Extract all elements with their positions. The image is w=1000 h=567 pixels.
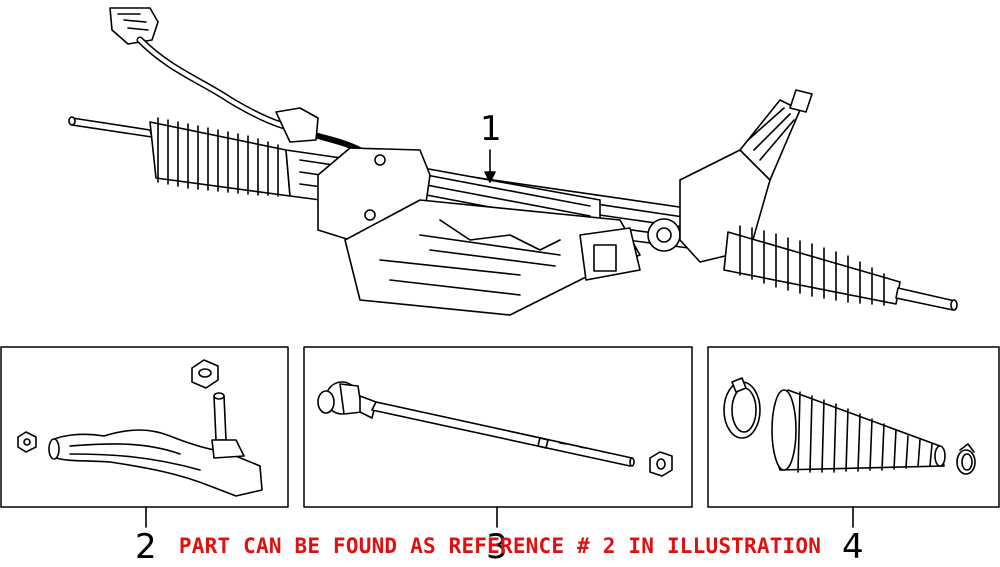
callout-1-leader xyxy=(484,149,496,183)
part-reference-notice: PART CAN BE FOUND AS REFERENCE # 2 IN IL… xyxy=(178,534,822,558)
panel-part-4 xyxy=(707,346,1000,528)
panel-part-2 xyxy=(0,346,289,528)
panel-part-3 xyxy=(303,346,693,528)
boot-kit-icon xyxy=(723,377,976,475)
wiring-harness xyxy=(109,7,363,153)
steering-rack-assembly xyxy=(68,7,958,316)
left-tie-rod-shaft xyxy=(68,116,153,138)
callout-4: 4 xyxy=(842,527,864,567)
callout-1: 1 xyxy=(480,109,502,149)
inner-tie-rod-icon xyxy=(317,381,673,477)
callout-2: 2 xyxy=(135,527,157,567)
tie-rod-end-icon xyxy=(17,359,263,497)
right-bellows-boot xyxy=(723,225,901,306)
right-tie-rod-shaft xyxy=(895,287,958,311)
motor-housing xyxy=(317,147,641,316)
pinion-housing xyxy=(647,89,813,263)
callout-3: 3 xyxy=(486,527,508,567)
left-bellows-boot xyxy=(149,117,291,197)
